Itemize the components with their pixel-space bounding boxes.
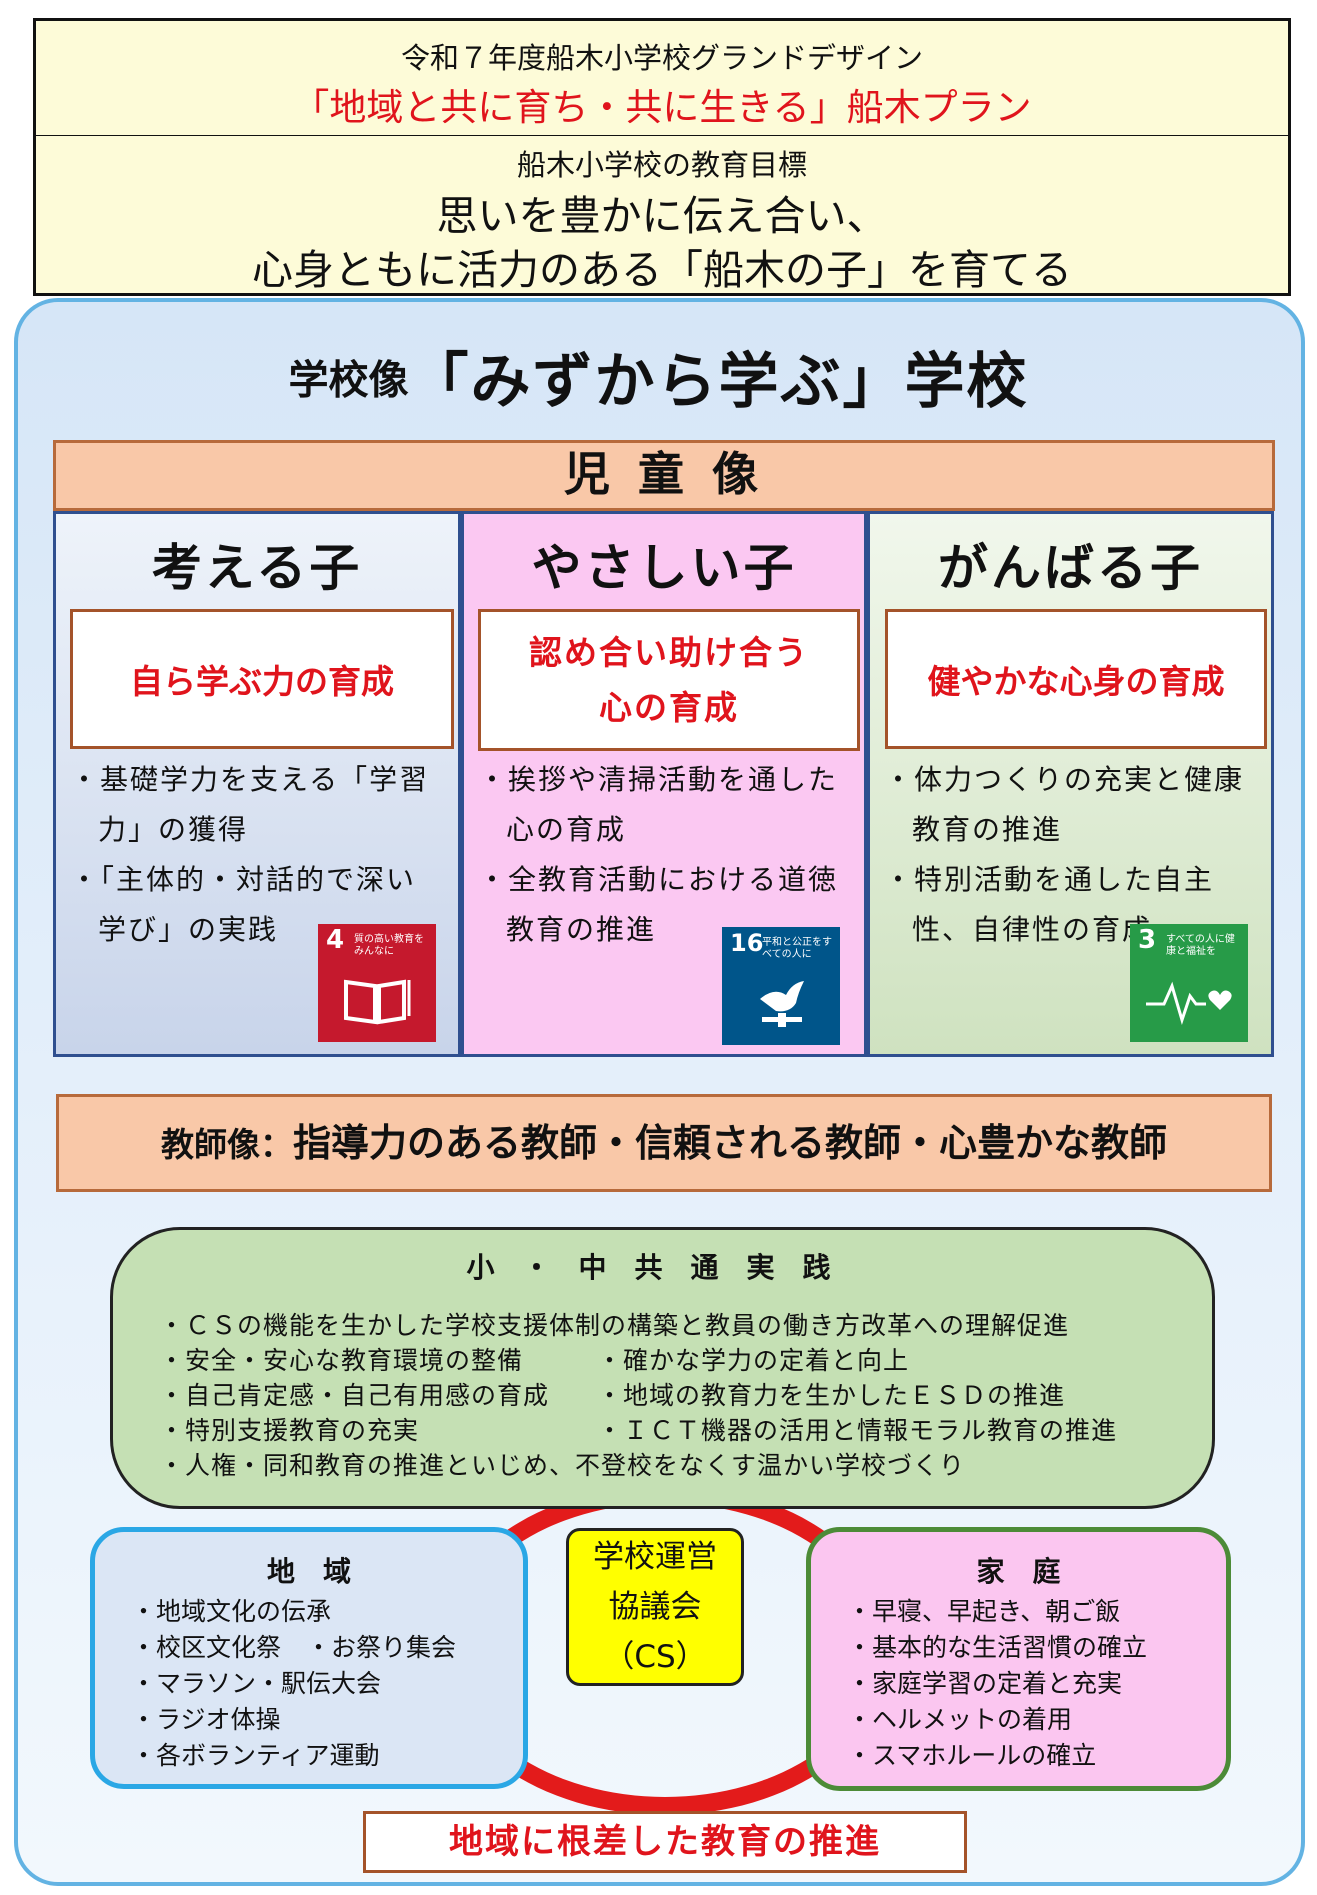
list-item: ・ラジオ体操 [131,1705,281,1734]
practice-line: ・特別支援教育の充実 [159,1416,420,1445]
column-title: 考える子 [151,539,363,597]
school-image-label: 学校像 [288,357,409,404]
teacher-image-bar: 教師像：指導力のある教師・信頼される教師・心豊かな教師 [56,1094,1272,1192]
book-icon [344,979,411,1025]
year-title: 令和７年度船木小学校グランドデザイン [400,41,923,75]
bullet-item: ・特別活動を通した自主性、自律性の育成 [884,863,1215,946]
practice-line: ・地域の教育力を生かしたＥＳＤの推進 [597,1381,1066,1410]
goal-label: 船木小学校の教育目標 [516,148,807,182]
footer-banner: 地域に根差した教育の推進 [363,1811,967,1873]
sdg-16-badge: 16 平和と公正をすべての人に [722,927,840,1045]
home-title: 家 庭 [976,1555,1061,1588]
sdg-number: 3 [1138,925,1157,955]
cs-line: （CS） [603,1639,707,1675]
sdg-label: すべての人に健康と福祉を [1166,934,1235,957]
school-image-value: 「みずから学ぶ」学校 [408,347,1029,417]
teacher-image-label: 教師像： [160,1125,293,1164]
school-council-box: 学校運営 協議会 （CS） [566,1528,744,1686]
column-kind-child: やさしい子 認め合い助け合う 心の育成 ・挨拶や清掃活動を通した心の育成 ・全教… [461,511,867,1057]
header-title-box: 令和７年度船木小学校グランドデザイン 「地域と共に育ち・共に生きる」船木プラン [33,18,1291,138]
bullet-item: ・体力つくりの充実と健康教育の推進 [884,763,1245,846]
practice-line: ・確かな学力の定着と向上 [597,1346,910,1375]
community-list: ・地域文化の伝承 ・校区文化祭 ・お祭り集会 ・マラソン・駅伝大会 ・ラジオ体操… [131,1594,456,1774]
practice-line: ・自己肯定感・自己有用感の育成 [159,1381,550,1410]
column-title: がんばる子 [938,539,1203,597]
list-item: ・各ボランティア運動 [131,1741,380,1770]
bullet-list: ・体力つくりの充実と健康教育の推進 ・特別活動を通した自主性、自律性の育成 [884,755,1256,955]
education-goal-box: 船木小学校の教育目標 思いを豊かに伝え合い、 心身ともに活力のある「船木の子」を… [33,136,1291,296]
focus-box: 健やかな心身の育成 [885,609,1267,749]
cs-line: 協議会 [608,1589,702,1625]
dove-icon [760,981,804,1027]
sdg-3-badge: 3 すべての人に健康と福祉を [1130,924,1248,1042]
column-hardworking-child: がんばる子 健やかな心身の育成 ・体力つくりの充実と健康教育の推進 ・特別活動を… [867,511,1274,1057]
focus-line: 健やかな心身の育成 [927,662,1225,701]
focus-box: 自ら学ぶ力の育成 [70,609,454,749]
practice-line: ・ＣＳの機能を生かした学校支援体制の構築と教員の働き方改革への理解促進 [159,1311,1070,1340]
column-thinking-child: 考える子 自ら学ぶ力の育成 ・基礎学力を支える「学習力」の獲得 ・「主体的・対話… [53,511,461,1057]
goal-line-1: 思いを豊かに伝え合い、 [436,192,888,240]
bullet-item: ・全教育活動における道徳教育の推進 [478,863,839,946]
teacher-image-value: 指導力のある教師・信頼される教師・心豊かな教師 [292,1121,1167,1165]
list-item: ・早寝、早起き、朝ご飯 [847,1597,1121,1626]
community-title: 地 域 [266,1555,351,1588]
plan-title: 「地域と共に育ち・共に生きる」船木プラン [292,86,1032,129]
focus-line: 心の育成 [599,688,739,727]
sdg-number: 16 [730,929,764,957]
bullet-list: ・挨拶や清掃活動を通した心の育成 ・全教育活動における道徳教育の推進 [478,755,848,955]
bullet-item: ・「主体的・対話的で深い学び」の実践 [70,863,417,946]
heartbeat-icon [1146,981,1232,1026]
list-item: ・マラソン・駅伝大会 [131,1669,382,1698]
practice-line: ・ＩＣＴ機器の活用と情報モラル教育の推進 [597,1416,1118,1445]
goal-line-2: 心身ともに活力のある「船木の子」を育てる [252,246,1072,294]
sdg-number: 4 [326,925,345,955]
bullet-item: ・挨拶や清掃活動を通した心の育成 [478,763,839,846]
focus-line: 認め合い助け合う [529,633,809,672]
sdg-label: 質の高い教育をみんなに [354,934,424,957]
practice-line: ・人権・同和教育の推進といじめ、不登校をなくす温かい学校づくり [159,1451,966,1480]
practice-line: ・安全・安心な教育環境の整備 [159,1346,524,1375]
column-title: やさしい子 [531,539,797,597]
list-item: ・ヘルメットの着用 [847,1705,1073,1734]
list-item: ・家庭学習の定着と充実 [847,1669,1123,1698]
student-image-bar: 児 童 像 [53,440,1275,511]
community-panel: 地 域 ・地域文化の伝承 ・校区文化祭 ・お祭り集会 ・マラソン・駅伝大会 ・ラ… [90,1527,528,1789]
home-panel: 家 庭 ・早寝、早起き、朝ご飯 ・基本的な生活習慣の確立 ・家庭学習の定着と充実… [806,1527,1231,1791]
sdg-4-badge: 4 質の高い教育をみんなに [318,924,436,1042]
focus-box: 認め合い助け合う 心の育成 [478,609,860,751]
sdg-label: 平和と公正をすべての人に [762,937,832,960]
cs-line: 学校運営 [593,1539,717,1575]
school-image-heading: 学校像「みずから学ぶ」学校 [0,333,1317,420]
focus-line: 自ら学ぶ力の育成 [130,662,394,701]
bullet-list: ・基礎学力を支える「学習力」の獲得 ・「主体的・対話的で深い学び」の実践 [70,755,440,955]
common-practice-panel: 小・中共通実践 ・ＣＳの機能を生かした学校支援体制の構築と教員の働き方改革への理… [110,1227,1215,1509]
list-item: ・地域文化の伝承 [131,1597,332,1626]
home-list: ・早寝、早起き、朝ご飯 ・基本的な生活習慣の確立 ・家庭学習の定着と充実 ・ヘル… [847,1594,1147,1774]
bullet-item: ・基礎学力を支える「学習力」の獲得 [70,763,430,846]
list-item: ・スマホルールの確立 [847,1741,1097,1770]
list-item: ・基本的な生活習慣の確立 [847,1633,1148,1662]
list-item: ・校区文化祭 ・お祭り集会 [131,1633,457,1662]
practice-title: 小・中共通実践 [466,1251,859,1284]
